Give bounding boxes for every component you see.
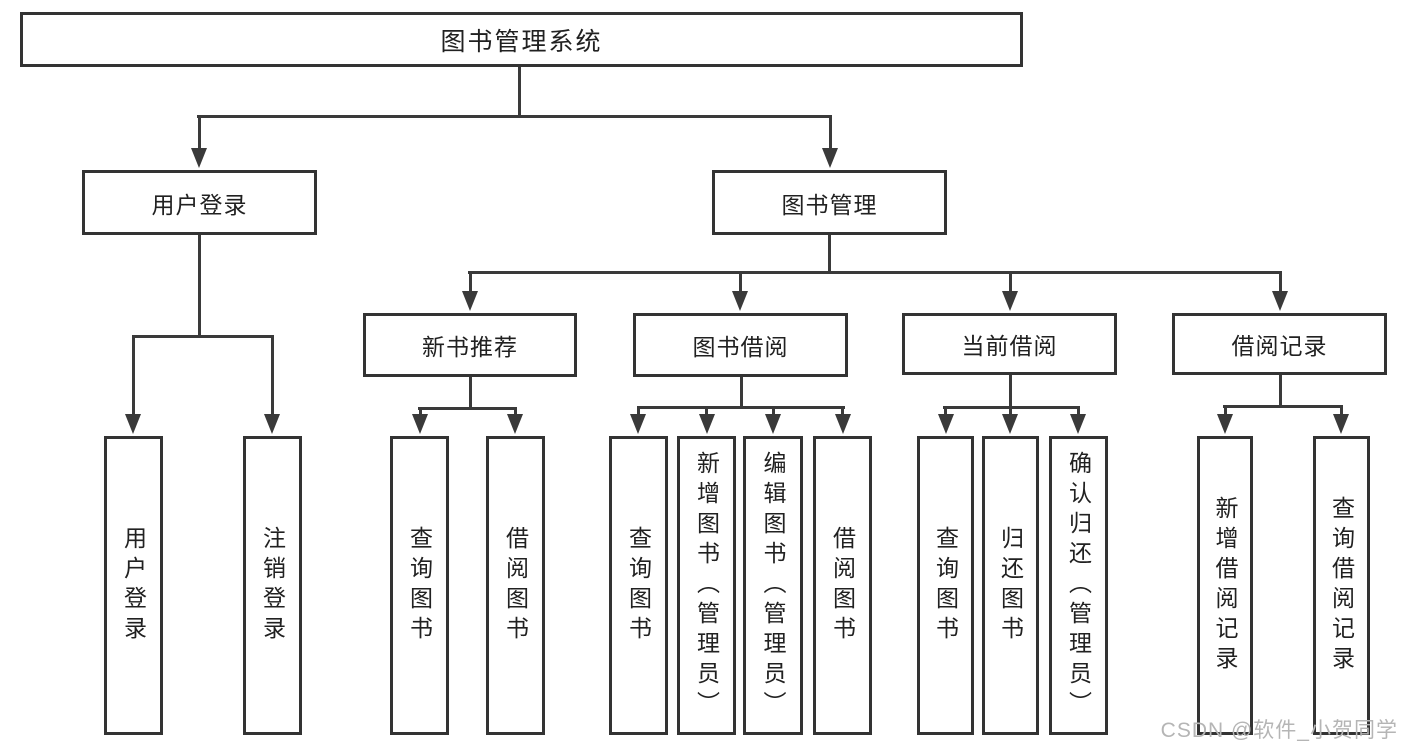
connector-line [418, 407, 517, 410]
node-leaf-query-book-3: 查询图书 [917, 436, 974, 735]
node-label-leaf-confirm-return: 确认归还（管理员） [1065, 450, 1092, 721]
arrow-down-icon [1002, 291, 1018, 311]
node-label-new-book-recommend: 新书推荐 [422, 334, 518, 360]
arrow-down-icon [412, 414, 428, 434]
arrow-down-icon [938, 414, 954, 434]
connector-line [271, 335, 274, 420]
node-leaf-return-book: 归还图书 [982, 436, 1039, 735]
arrow-down-icon [191, 148, 207, 168]
node-label-leaf-logout: 注销登录 [259, 525, 286, 646]
connector-line [740, 377, 743, 408]
node-leaf-edit-book: 编辑图书（管理员） [743, 436, 803, 735]
node-current-borrow: 当前借阅 [902, 313, 1117, 375]
connector-line [829, 115, 832, 155]
node-borrow-records: 借阅记录 [1172, 313, 1387, 375]
arrow-down-icon [699, 414, 715, 434]
connector-line [1009, 375, 1012, 408]
arrow-down-icon [732, 291, 748, 311]
node-label-leaf-borrow-book-2: 借阅图书 [829, 525, 856, 646]
node-label-current-borrow: 当前借阅 [961, 333, 1058, 359]
node-leaf-add-book: 新增图书（管理员） [677, 436, 736, 735]
node-label-leaf-query-record: 查询借阅记录 [1328, 495, 1355, 676]
node-leaf-query-book-2: 查询图书 [609, 436, 668, 735]
node-label-leaf-return-book: 归还图书 [997, 525, 1024, 646]
arrow-down-icon [1217, 414, 1233, 434]
arrow-down-icon [462, 291, 478, 311]
arrow-down-icon [835, 414, 851, 434]
arrow-down-icon [125, 414, 141, 434]
node-leaf-borrow-book-1: 借阅图书 [486, 436, 545, 735]
arrow-down-icon [1333, 414, 1349, 434]
node-leaf-borrow-book-2: 借阅图书 [813, 436, 872, 735]
arrow-down-icon [1002, 414, 1018, 434]
connector-line [198, 235, 201, 337]
connector-line [197, 115, 832, 118]
node-leaf-confirm-return: 确认归还（管理员） [1049, 436, 1108, 735]
node-label-leaf-borrow-book-1: 借阅图书 [502, 525, 529, 646]
node-leaf-user-login: 用户登录 [104, 436, 163, 735]
connector-line [132, 335, 274, 338]
connector-line [637, 406, 845, 409]
node-label-leaf-user-login: 用户登录 [120, 525, 147, 646]
node-leaf-add-record: 新增借阅记录 [1197, 436, 1253, 735]
connector-line [1224, 405, 1227, 422]
node-book-mgmt: 图书管理 [712, 170, 947, 235]
node-label-leaf-add-book: 新增图书（管理员） [693, 450, 720, 721]
node-leaf-query-book-1: 查询图书 [390, 436, 449, 735]
connector-line [198, 115, 201, 155]
node-label-leaf-query-book-3: 查询图书 [932, 525, 959, 646]
node-label-leaf-add-record: 新增借阅记录 [1212, 495, 1238, 676]
connector-line [468, 271, 1282, 274]
node-label-borrow-records: 借阅记录 [1231, 333, 1328, 359]
connector-line [828, 235, 831, 273]
node-user-login: 用户登录 [82, 170, 317, 235]
arrow-down-icon [1070, 414, 1086, 434]
node-label-book-mgmt: 图书管理 [781, 191, 878, 218]
csdn-watermark: CSDN @软件_小贺同学 [1160, 719, 1398, 742]
node-label-leaf-query-book-1: 查询图书 [406, 525, 433, 646]
node-label-leaf-query-book-2: 查询图书 [625, 525, 652, 646]
connector-line [518, 67, 521, 117]
arrow-down-icon [822, 148, 838, 168]
arrow-down-icon [264, 414, 280, 434]
connector-line [469, 271, 472, 297]
node-book-borrow: 图书借阅 [633, 313, 848, 377]
arrow-down-icon [507, 414, 523, 434]
connector-line [1279, 375, 1282, 407]
connector-line [1279, 271, 1282, 297]
node-root: 图书管理系统 [20, 12, 1023, 67]
connector-line [739, 271, 742, 297]
node-leaf-query-record: 查询借阅记录 [1313, 436, 1370, 735]
connector-line [469, 377, 472, 409]
node-label-user-login: 用户登录 [151, 191, 248, 218]
node-label-root: 图书管理系统 [440, 27, 603, 56]
arrow-down-icon [1272, 291, 1288, 311]
node-label-book-borrow: 图书借阅 [692, 334, 789, 360]
connector-line [1223, 405, 1343, 408]
node-leaf-logout: 注销登录 [243, 436, 302, 735]
connector-line [132, 335, 135, 420]
node-label-leaf-edit-book: 编辑图书（管理员） [760, 450, 786, 721]
node-new-book-recommend: 新书推荐 [363, 313, 577, 377]
connector-line [1340, 405, 1343, 422]
connector-line [1009, 271, 1012, 297]
arrow-down-icon [765, 414, 781, 434]
arrow-down-icon [630, 414, 646, 434]
